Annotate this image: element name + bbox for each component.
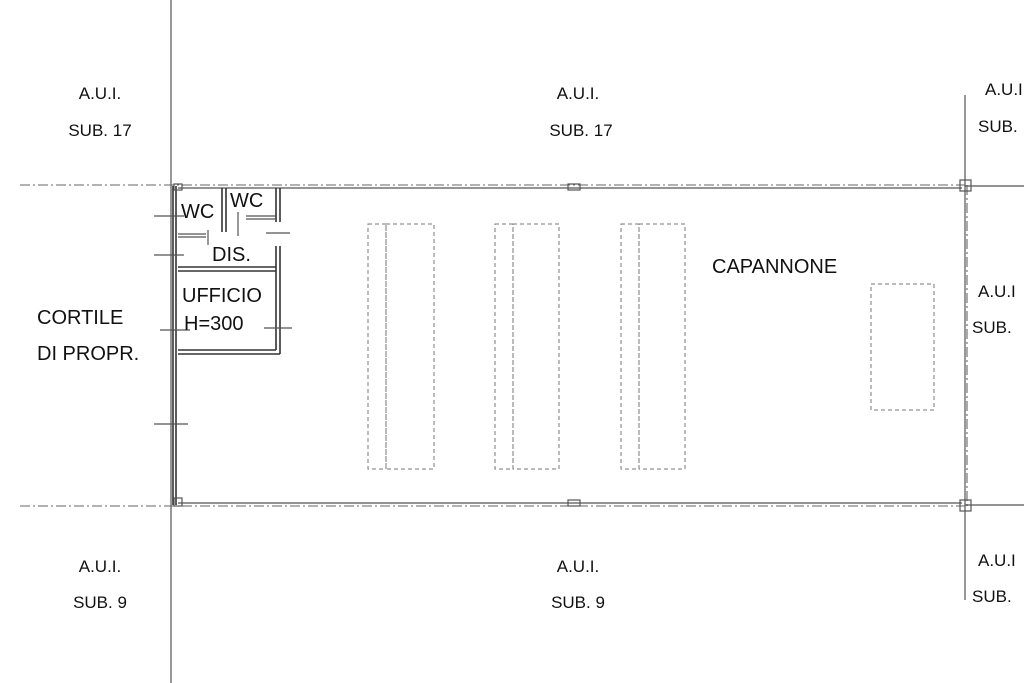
label-sub9-sw: SUB. 9 [73,593,127,612]
rack-3b [638,223,686,470]
label-h300: H=300 [184,313,244,335]
rack-group-3 [620,223,686,470]
label-aui-ne: A.U.I. [985,80,1024,99]
label-sub-se: SUB. [972,587,1012,606]
label-sub9-s: SUB. 9 [551,593,605,612]
post-nw [173,183,183,191]
rack-group-2 [494,223,560,470]
rack-group-1 [367,223,435,470]
label-sub17-n: SUB. 17 [549,121,612,140]
rack-3a [620,223,640,470]
rack-2b [512,223,560,470]
label-capannone: CAPANNONE [712,256,837,278]
rack-2a [494,223,514,470]
post-n-mid [567,183,581,191]
label-di-propr: DI PROPR. [37,343,139,365]
label-aui-n: A.U.I. [557,84,600,103]
label-sub-ne: SUB. [978,117,1018,136]
label-sub17-nw: SUB. 17 [68,121,131,140]
label-aui-nw: A.U.I. [79,84,122,103]
label-aui-sw: A.U.I. [79,557,122,576]
equipment-outline [870,283,935,411]
post-ne [959,179,972,192]
label-aui-se: A.U.I [978,551,1016,570]
label-aui-s: A.U.I. [557,557,600,576]
rack-1a [367,223,387,470]
label-sub-e: SUB. [972,318,1012,337]
label-aui-e: A.U.I [978,282,1016,301]
label-dis: DIS. [212,244,251,266]
label-cortile: CORTILE [37,307,123,329]
post-s-mid [567,499,581,507]
label-wc-2: WC [230,190,263,212]
post-sw [173,497,183,507]
label-ufficio: UFFICIO [182,285,262,307]
post-se [959,499,972,512]
label-wc-1: WC [181,201,214,223]
rack-1b [385,223,435,470]
